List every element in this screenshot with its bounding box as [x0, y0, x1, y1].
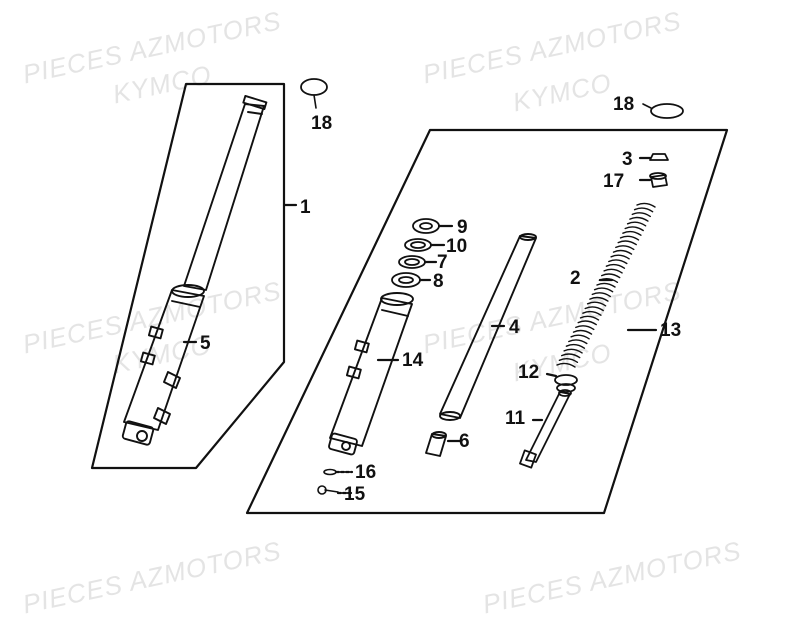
- dust-seal-9: [412, 218, 440, 234]
- washer-16: [323, 468, 337, 476]
- callout-12: 12: [518, 362, 539, 383]
- callout-7: 7: [437, 252, 448, 273]
- callout-14: 14: [402, 350, 424, 371]
- fork-leg-1: [121, 94, 268, 446]
- exploded-parts-diagram: 18 18 1 5 3 17 9 10 7 8 2 4 13 14 12 11 …: [90, 78, 729, 515]
- callout-13: 13: [660, 320, 681, 341]
- callout-10: 10: [446, 236, 467, 257]
- bolt-17: [649, 172, 668, 188]
- callout-11: 11: [505, 408, 526, 429]
- callout-16: 16: [355, 462, 376, 483]
- outer-tube-14: [328, 292, 414, 456]
- seal-stack: [391, 218, 440, 288]
- spring-2: [556, 202, 656, 368]
- right-assembly-frame: [245, 128, 729, 515]
- callout-1: 1: [300, 197, 311, 218]
- callout-4: 4: [509, 317, 520, 338]
- callout-18-right: 18: [613, 94, 634, 115]
- callout-9: 9: [457, 217, 468, 238]
- clip-10: [404, 238, 432, 252]
- callout-17: 17: [603, 171, 624, 192]
- o-ring-18-right: [650, 103, 684, 119]
- damper-rod-11: [519, 389, 572, 469]
- oil-seal-8: [391, 272, 421, 288]
- callout-15: 15: [344, 484, 366, 505]
- callout-8: 8: [433, 271, 444, 292]
- o-ring-18-left: [300, 78, 328, 96]
- spring-seat-12: [554, 374, 578, 393]
- callout-2: 2: [570, 268, 581, 289]
- washer-7: [398, 255, 426, 269]
- callout-5: 5: [200, 333, 211, 354]
- inner-tube-4: [439, 233, 537, 421]
- bushing-6: [425, 431, 447, 457]
- callout-6: 6: [459, 431, 470, 452]
- bolt-15: [317, 485, 339, 495]
- cap-3: [649, 153, 669, 161]
- left-assembly-frame: [90, 82, 286, 470]
- callout-3: 3: [622, 149, 633, 170]
- callout-18-left: 18: [311, 113, 332, 134]
